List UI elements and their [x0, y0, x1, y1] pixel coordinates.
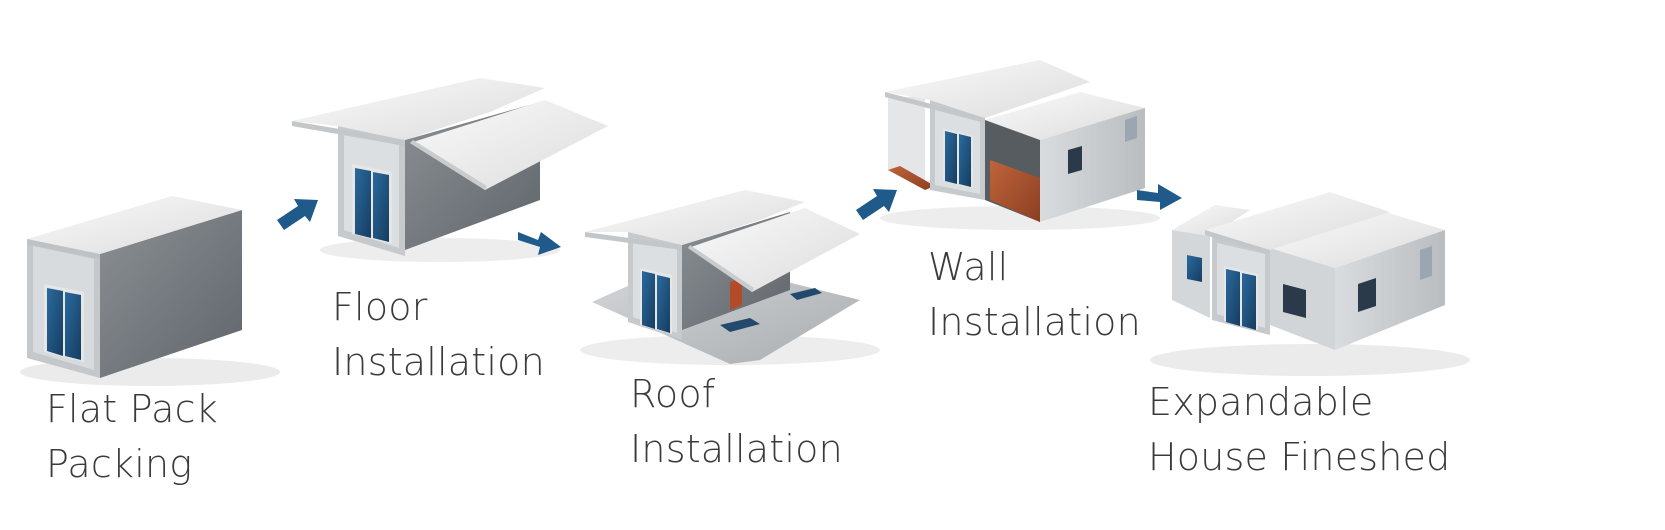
step-label-line: Wall — [928, 245, 1009, 289]
step-label-line: House Fineshed — [1148, 435, 1451, 479]
step-label-line: Floor — [332, 285, 428, 329]
house-module-icon — [20, 196, 280, 386]
step-label-wall: Wall Installation — [928, 240, 1141, 350]
house-module-icon — [292, 78, 608, 262]
step-label-line: Roof — [630, 372, 716, 416]
arrow-icon — [277, 199, 318, 230]
step-label-roof: Roof Installation — [630, 367, 843, 477]
step-label-floor: Floor Installation — [332, 280, 545, 390]
arrow-icon — [518, 232, 561, 255]
house-module-icon — [880, 60, 1160, 230]
step-label-line: Installation — [332, 340, 545, 384]
arrow-icon — [1137, 184, 1182, 210]
step-label-finished: Expandable House Fineshed — [1148, 375, 1450, 485]
house-module-icon — [580, 190, 880, 365]
step-label-line: Packing — [46, 442, 193, 486]
step-label-line: Installation — [630, 427, 843, 471]
house-module-icon — [1150, 192, 1470, 376]
step-label-line: Installation — [928, 300, 1141, 344]
step-label-flat-pack: Flat Pack Packing — [46, 382, 218, 492]
arrow-icon — [856, 189, 897, 220]
step-label-line: Flat Pack — [46, 387, 218, 431]
step-label-line: Expandable — [1148, 380, 1374, 424]
